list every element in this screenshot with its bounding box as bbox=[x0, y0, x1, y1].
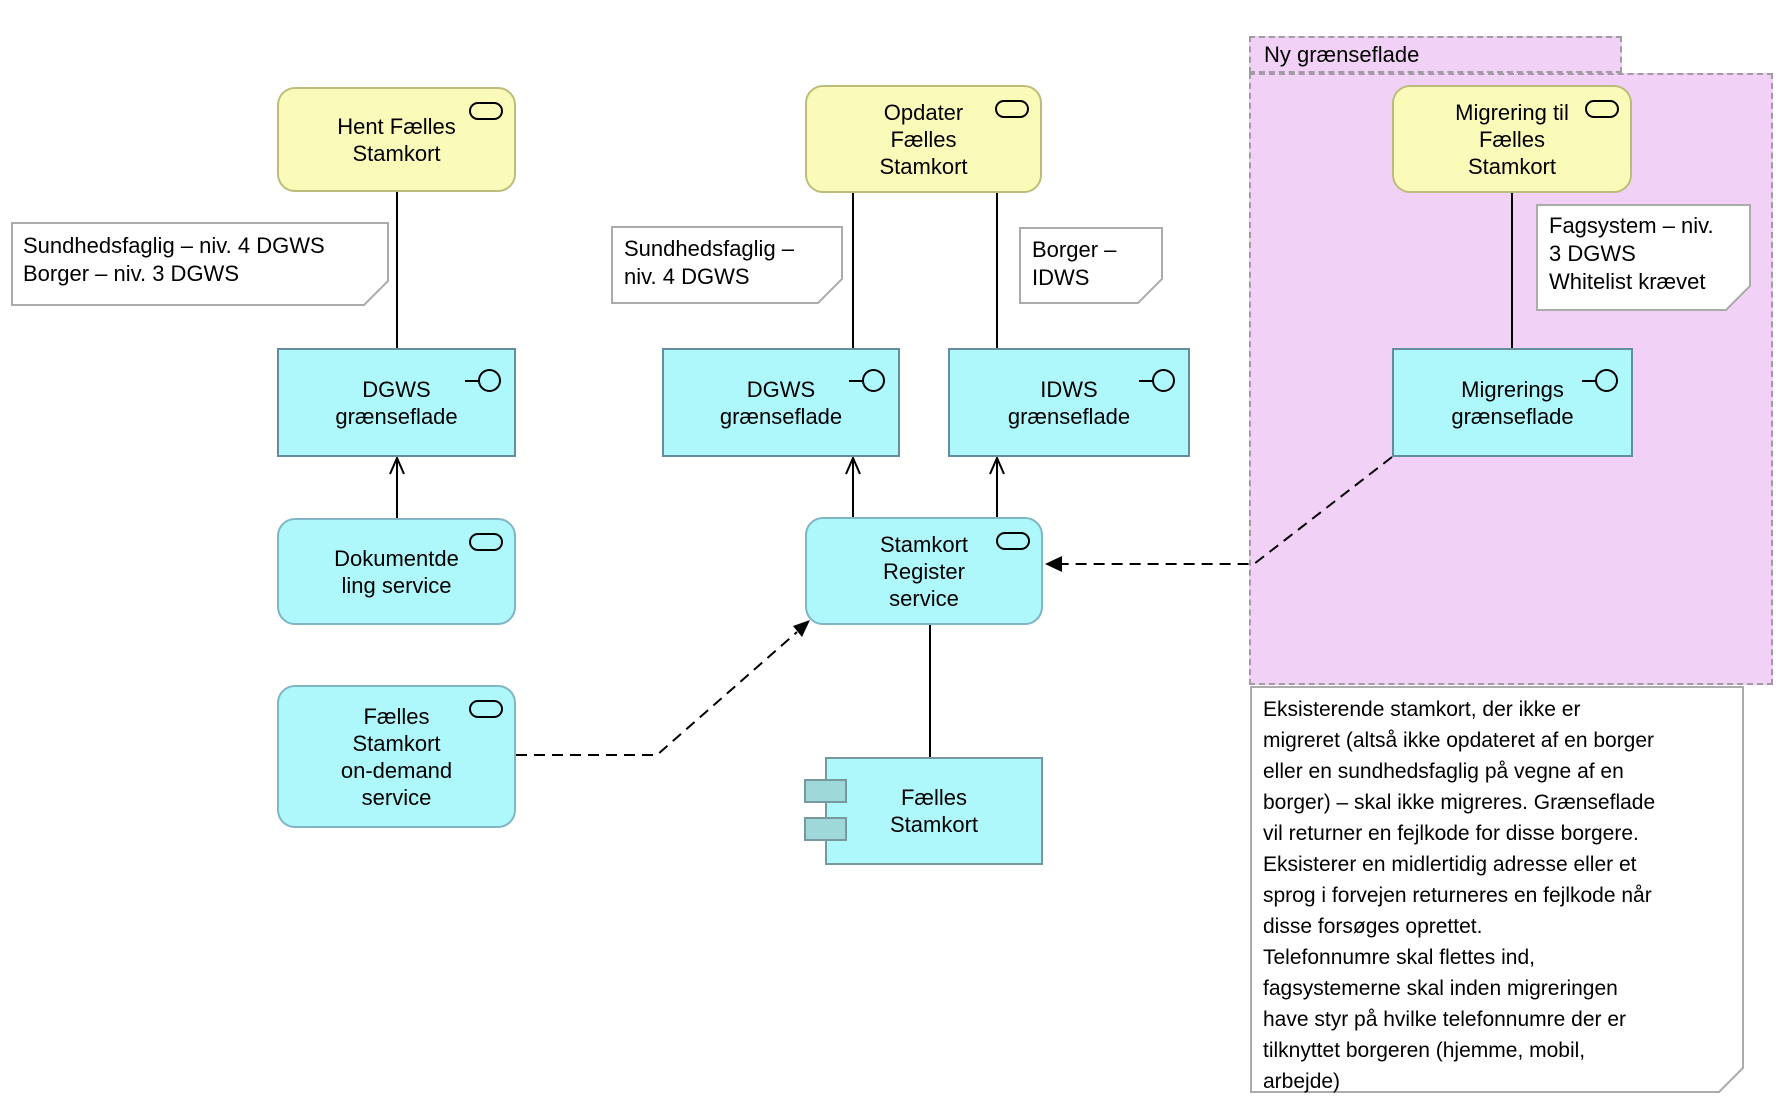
node-stamkort-register-service[interactable]: Stamkort Register service bbox=[805, 517, 1043, 625]
service-icon bbox=[996, 532, 1030, 550]
note-text-auth-mid: Sundhedsfaglig – niv. 4 DGWS bbox=[624, 236, 795, 289]
node-label: Hent Fælles Stamkort bbox=[337, 113, 456, 166]
node-faelles-stamkort-component[interactable]: Fælles Stamkort bbox=[804, 757, 1043, 865]
node-faelles-stamkort-on-demand-service[interactable]: Fælles Stamkort on-demand service bbox=[277, 685, 516, 828]
note-text-auth-left: Sundhedsfaglig – niv. 4 DGWS Borger – ni… bbox=[23, 233, 325, 286]
service-icon bbox=[1585, 100, 1619, 118]
arrow-register-idws bbox=[989, 455, 1005, 517]
node-label: Opdater Fælles Stamkort bbox=[879, 99, 968, 179]
group-title: Ny grænseflade bbox=[1264, 42, 1420, 67]
note-shape-auth-left[interactable] bbox=[11, 222, 389, 306]
arrow-dokumentdeling-dgws bbox=[389, 455, 405, 518]
interface-icon bbox=[1139, 369, 1175, 392]
group-ny-graenseflade-tab[interactable]: Ny grænseflade bbox=[1249, 36, 1622, 73]
interface-icon bbox=[465, 369, 501, 392]
node-migrering-til-faelles-stamkort[interactable]: Migrering til Fælles Stamkort bbox=[1392, 85, 1632, 193]
node-dgws-graenseflade-left[interactable]: DGWS grænseflade bbox=[277, 348, 516, 457]
note-shape-borger-idws[interactable] bbox=[1019, 227, 1163, 304]
node-migrerings-graenseflade[interactable]: Migrerings grænseflade bbox=[1392, 348, 1633, 457]
service-icon bbox=[995, 100, 1029, 118]
arrow-migrerings-if-register bbox=[1045, 456, 1393, 572]
note-text-fagsystem: Fagsystem – niv. 3 DGWS Whitelist krævet bbox=[1549, 213, 1714, 294]
service-icon bbox=[469, 533, 503, 551]
node-label: Fælles Stamkort on-demand service bbox=[340, 703, 453, 810]
node-label: Fælles Stamkort bbox=[889, 785, 979, 837]
node-label: Migrerings grænseflade bbox=[1451, 376, 1574, 429]
node-label: Dokumentde ling service bbox=[334, 545, 459, 598]
node-label: IDWS grænseflade bbox=[1007, 376, 1131, 429]
node-label: DGWS grænseflade bbox=[719, 376, 843, 429]
node-idws-graenseflade[interactable]: IDWS grænseflade bbox=[948, 348, 1190, 457]
service-icon bbox=[469, 700, 503, 718]
arrow-register-dgws bbox=[845, 455, 861, 517]
note-text-borger-idws: Borger – IDWS bbox=[1032, 237, 1117, 290]
node-label: Stamkort Register service bbox=[879, 531, 969, 611]
node-label: Migrering til Fælles Stamkort bbox=[1455, 99, 1569, 179]
arrow-ondemand-register bbox=[516, 620, 810, 756]
note-text-bottom: Eksisterende stamkort, der ikke er migre… bbox=[1263, 698, 1656, 1093]
note-shape-fagsystem[interactable] bbox=[1536, 204, 1751, 311]
component-icon bbox=[804, 779, 847, 803]
interface-icon bbox=[1582, 369, 1618, 392]
node-dgws-graenseflade-mid[interactable]: DGWS grænseflade bbox=[662, 348, 900, 457]
note-shape-auth-mid[interactable] bbox=[611, 226, 843, 304]
node-opdater-faelles-stamkort[interactable]: Opdater Fælles Stamkort bbox=[805, 85, 1042, 193]
node-dokumentdeling-service[interactable]: Dokumentde ling service bbox=[277, 518, 516, 625]
note-shape-bottom[interactable] bbox=[1250, 686, 1744, 1093]
service-icon bbox=[469, 102, 503, 120]
node-label: DGWS grænseflade bbox=[335, 376, 458, 429]
interface-icon bbox=[849, 369, 885, 392]
node-hent-faelles-stamkort[interactable]: Hent Fælles Stamkort bbox=[277, 87, 516, 192]
component-icon bbox=[804, 817, 847, 841]
